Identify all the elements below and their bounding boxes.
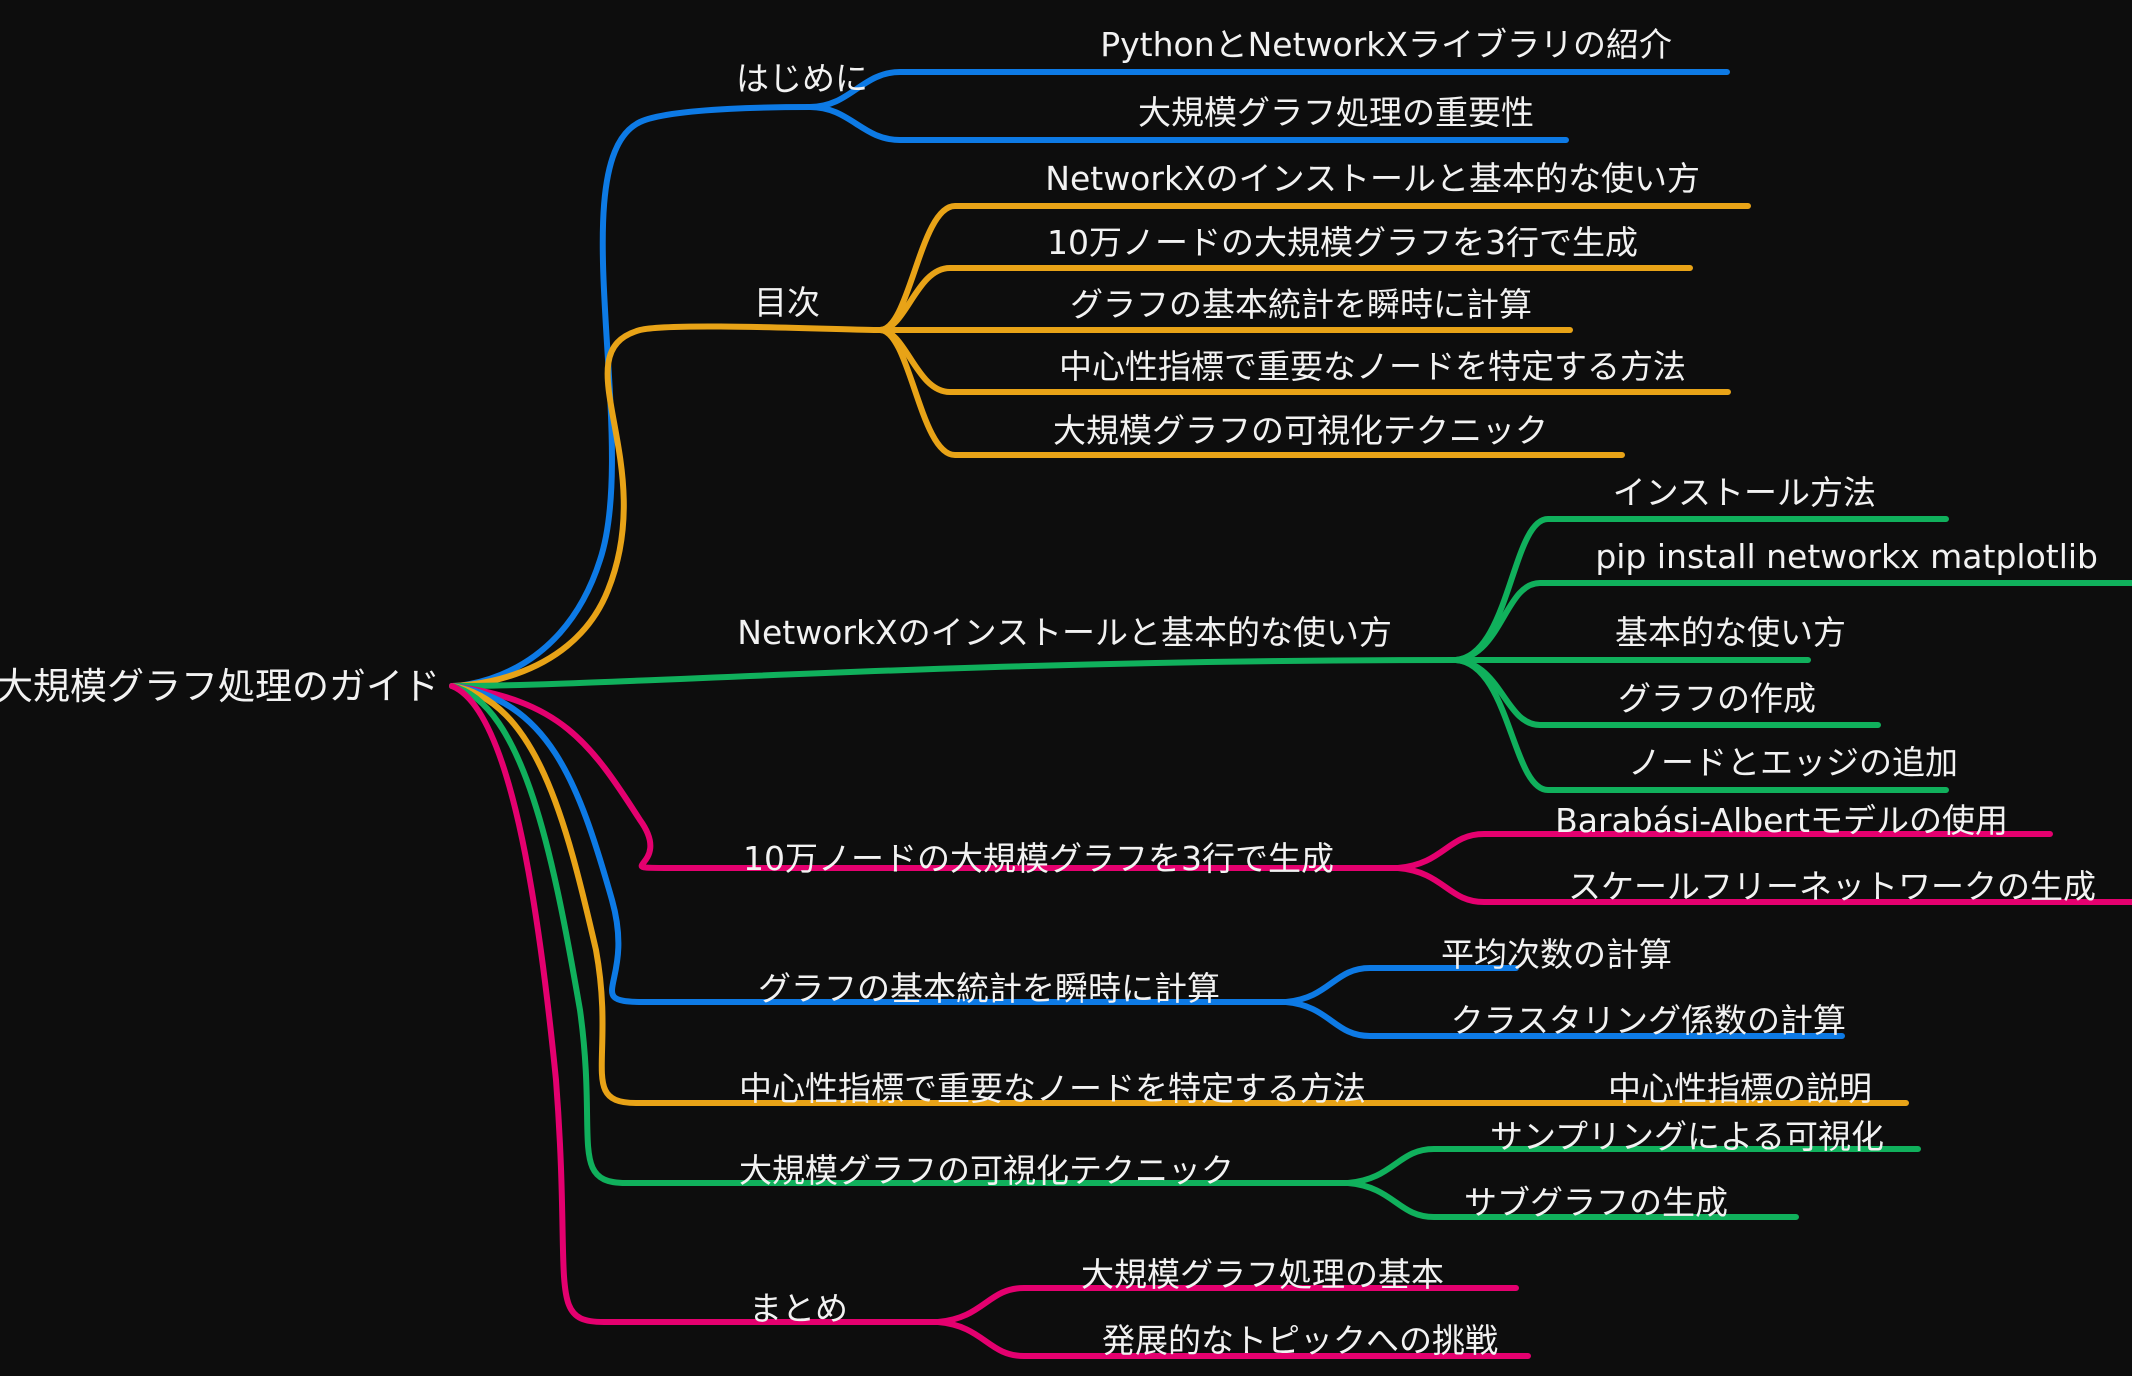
- leaf-label-install-method[interactable]: インストール方法: [1612, 473, 1876, 512]
- edge-root-to-matome: [449, 683, 941, 1325]
- edge-gen100k-to-c0: [1395, 831, 2053, 871]
- edge-networkx-to-c4: [1453, 657, 1949, 793]
- leaf-label-basic-usage[interactable]: 基本的な使い方: [1615, 613, 1846, 652]
- branch-label-basic-stats[interactable]: グラフの基本統計を瞬時に計算: [758, 969, 1220, 1008]
- leaf-label-toc-visualization[interactable]: 大規模グラフの可視化テクニック: [1053, 411, 1548, 450]
- branch-label-visualization[interactable]: 大規模グラフの可視化テクニック: [739, 1151, 1234, 1190]
- leaf-label-clustering-coefficient[interactable]: クラスタリング係数の計算: [1450, 1001, 1846, 1040]
- edge-mokuji-to-c4: [877, 327, 1625, 458]
- root-node-label[interactable]: 大規模グラフ処理のガイド: [0, 665, 440, 708]
- leaf-label-large-graph-basics[interactable]: 大規模グラフ処理の基本: [1081, 1255, 1444, 1294]
- edge-viz-to-c0: [1345, 1146, 1921, 1186]
- edge-root-to-networkx: [449, 657, 1459, 689]
- leaf-label-toc-centrality[interactable]: 中心性指標で重要なノードを特定する方法: [1059, 347, 1686, 386]
- edge-stats-to-c0: [1283, 965, 1519, 1005]
- leaf-label-sampling-visualization[interactable]: サンプリングによる可視化: [1489, 1117, 1884, 1156]
- leaf-label-graph-creation[interactable]: グラフの作成: [1618, 679, 1816, 718]
- edge-root-to-hajimeni: [449, 104, 813, 689]
- leaf-label-barabasi-albert[interactable]: Barabási-Albertモデルの使用: [1555, 801, 2008, 840]
- branch-label-centrality[interactable]: 中心性指標で重要なノードを特定する方法: [739, 1069, 1366, 1108]
- edge-stats-to-c1: [1283, 999, 1845, 1039]
- leaf-label-subgraph-generation[interactable]: サブグラフの生成: [1464, 1183, 1728, 1222]
- branch-label-matome[interactable]: まとめ: [749, 1289, 848, 1328]
- edge-viz-to-c1: [1345, 1180, 1799, 1220]
- leaf-label-scale-free-network[interactable]: スケールフリーネットワークの生成: [1568, 867, 2096, 906]
- edge-root-to-viz: [449, 683, 1351, 1186]
- leaf-label-toc-100k-nodes[interactable]: 10万ノードの大規模グラフを3行で生成: [1047, 223, 1638, 262]
- leaf-label-toc-basic-stats[interactable]: グラフの基本統計を瞬時に計算: [1070, 285, 1532, 324]
- leaf-label-advanced-topics[interactable]: 発展的なトピックへの挑戦: [1102, 1321, 1498, 1360]
- leaf-label-python-networkx-intro[interactable]: PythonとNetworkXライブラリの紹介: [1100, 25, 1672, 64]
- branch-label-hajimeni[interactable]: はじめに: [736, 59, 868, 98]
- branch-label-100k-nodes[interactable]: 10万ノードの大規模グラフを3行で生成: [743, 839, 1334, 878]
- edge-matome-to-c1: [935, 1319, 1531, 1359]
- edge-hajimeni-to-c1: [807, 104, 1569, 143]
- edge-root-to-gen100k: [449, 683, 1401, 872]
- leaf-label-toc-install-basics[interactable]: NetworkXのインストールと基本的な使い方: [1045, 159, 1700, 198]
- leaf-label-large-graph-importance[interactable]: 大規模グラフ処理の重要性: [1138, 93, 1534, 132]
- branch-label-networkx-install[interactable]: NetworkXのインストールと基本的な使い方: [737, 613, 1392, 652]
- leaf-label-pip-install-cmd[interactable]: pip install networkx matplotlib: [1595, 537, 2098, 576]
- leaf-label-centrality-explained[interactable]: 中心性指標の説明: [1608, 1069, 1872, 1108]
- edge-matome-to-c0: [935, 1285, 1519, 1325]
- edge-gen100k-to-c1: [1395, 865, 2132, 905]
- edge-networkx-to-c1: [1453, 580, 2132, 663]
- edge-root-to-stats: [449, 683, 1289, 1005]
- edge-root-to-centrality: [449, 683, 1909, 1106]
- branch-label-mokuji[interactable]: 目次: [754, 283, 820, 322]
- edge-root-to-mokuji: [449, 323, 883, 689]
- leaf-label-average-degree[interactable]: 平均次数の計算: [1441, 935, 1672, 974]
- leaf-label-add-nodes-edges[interactable]: ノードとエッジの追加: [1628, 743, 1958, 782]
